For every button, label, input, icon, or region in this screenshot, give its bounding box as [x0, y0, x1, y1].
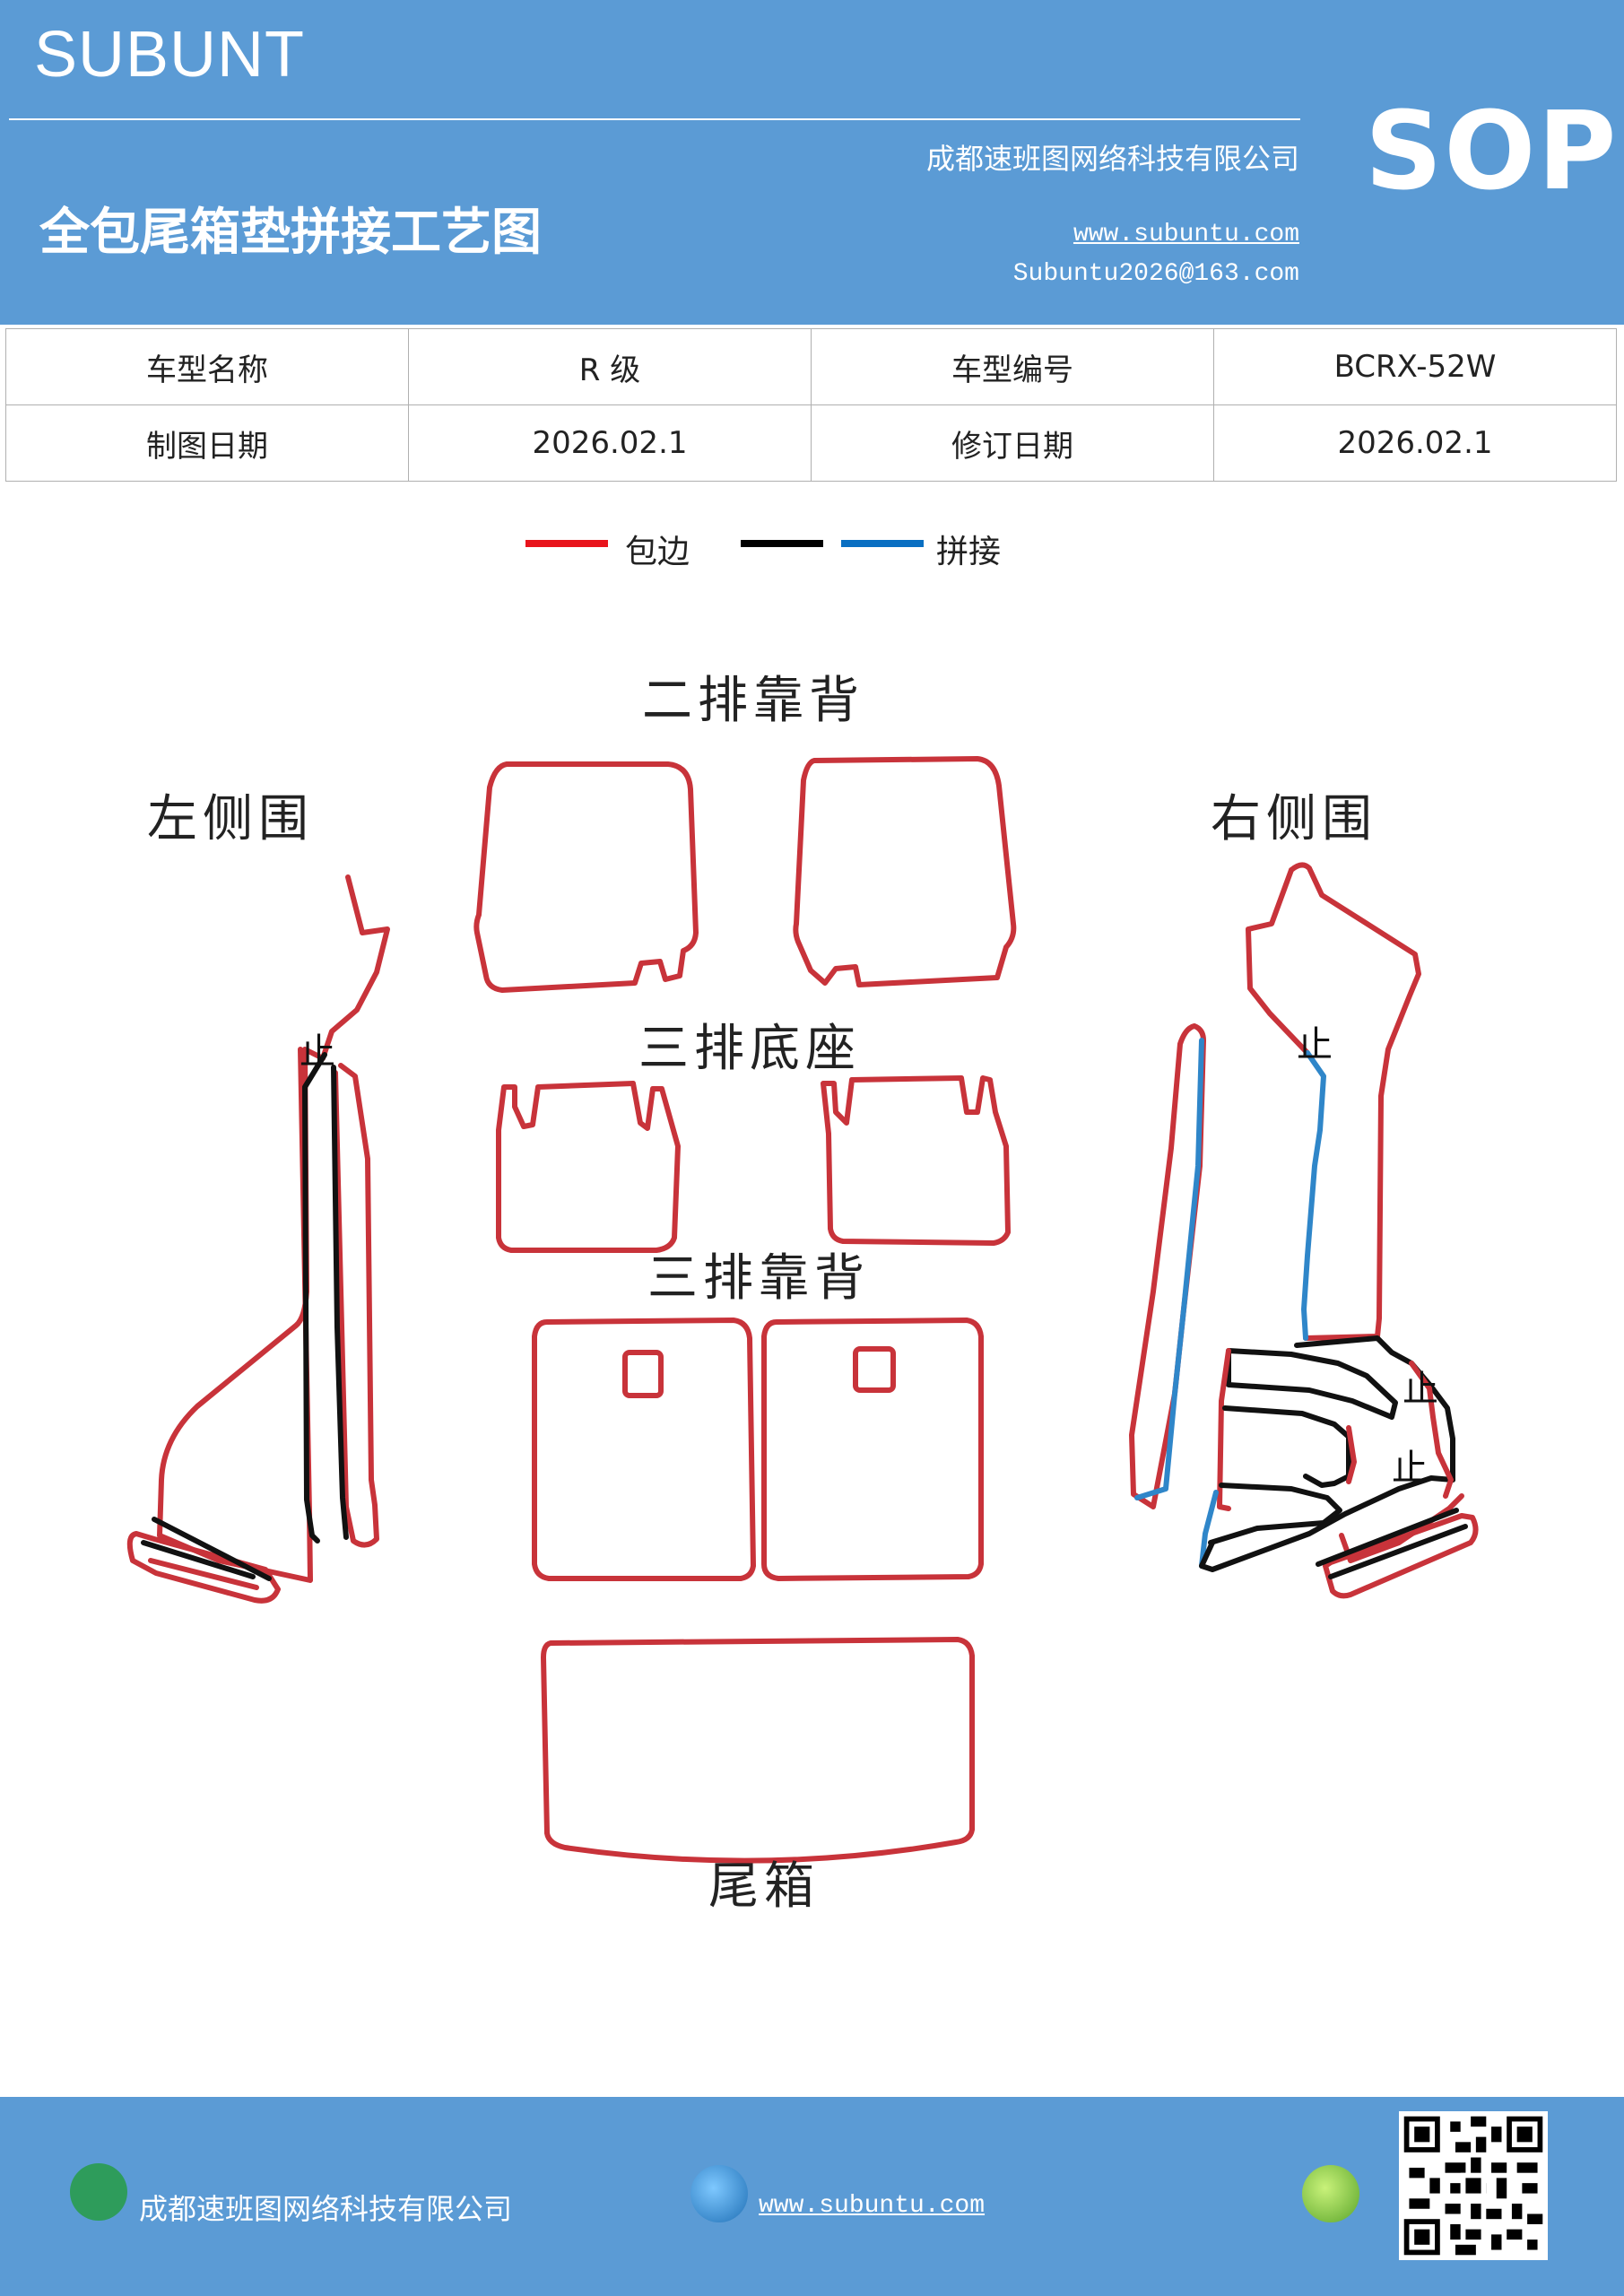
table-cell: R 级 [408, 328, 812, 405]
table-cell: 修订日期 [811, 404, 1214, 482]
website-link[interactable]: www.subuntu.com [1073, 221, 1299, 248]
table-cell: 车型编号 [811, 328, 1214, 405]
piece-third-row-base-right [821, 1075, 1011, 1246]
table-cell: 2026.02.1 [1213, 404, 1617, 482]
piece-right-side-splice [1301, 1050, 1326, 1341]
piece-right-side-lower-splice [1199, 1490, 1219, 1569]
piece-left-side [157, 874, 390, 1583]
legend-swatch-splice [841, 540, 924, 547]
label-third-row-base: 三排底座 [638, 1020, 861, 1078]
piece-right-side-end-flap-splice [1316, 1508, 1468, 1579]
label-second-row-back: 二排靠背 [642, 672, 864, 730]
piece-right-side-bottom [1199, 1475, 1455, 1572]
piece-right-side-end-flap [1323, 1513, 1479, 1599]
piece-left-side-strip-splice [302, 1052, 327, 1544]
label-third-row-back: 三排靠背 [647, 1249, 870, 1308]
piece-second-row-back-left [473, 761, 699, 993]
piece-left-side-strip-splice-inner [331, 1065, 349, 1540]
globe-icon [690, 2165, 748, 2222]
label-left-side: 左侧围 [147, 790, 314, 848]
piece-right-side-top-edge [1246, 867, 1310, 1056]
sop-badge: SOP [1365, 90, 1619, 214]
table-row: 制图日期 2026.02.1 修订日期 2026.02.1 [5, 404, 1617, 482]
piece-right-side-mid-panel-edge [1217, 1348, 1231, 1511]
piece-trunk [541, 1637, 975, 1864]
piece-right-side-curve [1222, 1405, 1351, 1488]
table-cell: 车型名称 [5, 328, 409, 405]
legend-swatch-black [741, 540, 823, 547]
piece-third-row-back-right-hole [853, 1346, 896, 1393]
table-cell: 制图日期 [5, 404, 409, 482]
legend-label-splice: 拼接 [936, 534, 1002, 570]
footer-company-name: 成都速班图网络科技有限公司 [139, 2192, 513, 2226]
piece-right-side-left-strip-splice [1134, 1038, 1204, 1500]
piece-left-side-strip-edge [333, 1063, 379, 1548]
piece-third-row-back-right [761, 1318, 984, 1581]
piece-third-row-back-left-hole [622, 1350, 664, 1398]
piece-third-row-base-left [496, 1081, 681, 1253]
leaf-icon [1302, 2165, 1359, 2222]
label-trunk: 尾箱 [708, 1857, 820, 1916]
legend-swatch-edge [525, 540, 608, 547]
piece-right-side-mid-panel [1226, 1348, 1398, 1420]
piece-second-row-back-right [793, 756, 1017, 987]
piece-left-side-lower-flap [126, 1531, 281, 1604]
legend-label-edge: 包边 [625, 534, 690, 570]
legend: 包边 拼接 [0, 526, 1624, 570]
company-name: 成都速班图网络科技有限公司 [925, 142, 1299, 176]
piece-left-side-bottom-splice [141, 1517, 272, 1581]
piece-third-row-back-left [532, 1318, 756, 1581]
document-title: 全包尾箱垫拼接工艺图 [39, 204, 542, 262]
vehicle-info-table: 车型名称 R 级 车型编号 BCRX-52W 制图日期 2026.02.1 修订… [5, 328, 1617, 482]
email-address[interactable]: Subuntu2026@163.com [1012, 260, 1299, 288]
brand-name: SUBUNT [34, 19, 306, 91]
label-right-side: 右侧围 [1211, 790, 1377, 848]
qr-code [1399, 2111, 1548, 2260]
table-cell: BCRX-52W [1213, 328, 1617, 405]
piece-right-side-left-strip-edge [1129, 1023, 1206, 1509]
header-banner: SUBUNT SOP 全包尾箱垫拼接工艺图 成都速班图网络科技有限公司 www.… [0, 0, 1624, 325]
footer-website-link[interactable]: www.subuntu.com [759, 2192, 986, 2220]
table-row: 车型名称 R 级 车型编号 BCRX-52W [5, 328, 1617, 405]
header-divider [9, 118, 1300, 120]
mat-pieces-diagram: 二排靠背 左侧围 右侧围 三排底座 三排靠背 尾箱 止 止 止 止 [126, 672, 1479, 1916]
table-cell: 2026.02.1 [408, 404, 812, 482]
stop-mark-right-top: 止 [1297, 1024, 1333, 1065]
footer-banner: 成都速班图网络科技有限公司 www.subuntu.com [0, 2097, 1624, 2296]
piece-right-side-curve-edge [1346, 1425, 1357, 1484]
piece-right-side-corner-edge [1409, 1361, 1454, 1499]
piece-right-side-outer [1289, 862, 1421, 1341]
home-icon [70, 2163, 127, 2221]
stop-mark-right-mid: 止 [1403, 1369, 1438, 1410]
stop-mark-right-low: 止 [1392, 1448, 1428, 1489]
stop-mark-left: 止 [300, 1031, 335, 1073]
piece-right-side-lower-panel [1208, 1483, 1342, 1545]
